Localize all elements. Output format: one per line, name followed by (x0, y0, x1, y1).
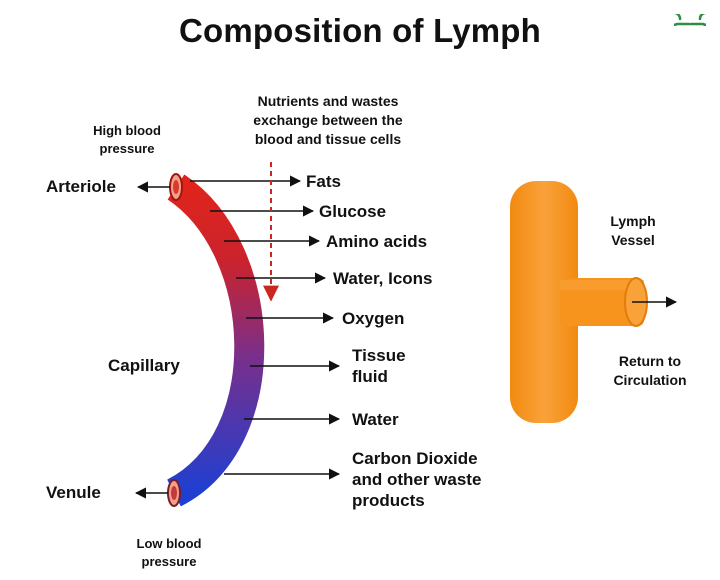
capillary-tube (166, 174, 265, 507)
item-amino-acids: Amino acids (326, 232, 428, 251)
return-label: Return to Circulation (613, 353, 687, 388)
capillary-label: Capillary (108, 356, 180, 375)
item-fats: Fats (306, 172, 341, 191)
item-oxygen: Oxygen (342, 309, 405, 328)
venule-label: Venule (46, 483, 101, 502)
low-pressure-label: Low blood pressure (136, 536, 202, 569)
brand-logo-icon (674, 14, 706, 27)
item-water-icons: Water, Icons (333, 269, 433, 288)
item-water: Water (352, 410, 399, 429)
item-glucose: Glucose (319, 202, 387, 221)
lymph-vessel-vertical (510, 181, 578, 423)
arteriole-label: Arteriole (46, 177, 116, 196)
page-title: Composition of Lymph (178, 12, 542, 49)
high-pressure-label: High blood pressure (93, 123, 161, 156)
item-tissue-fluid: Tissue fluid (352, 346, 406, 386)
lymph-vessel-label: Lymph Vessel (610, 213, 656, 248)
exchange-note: Nutrients and wastes exchange between th… (253, 93, 403, 147)
item-carbon-dioxide: Carbon Dioxide and other waste products (352, 449, 482, 510)
